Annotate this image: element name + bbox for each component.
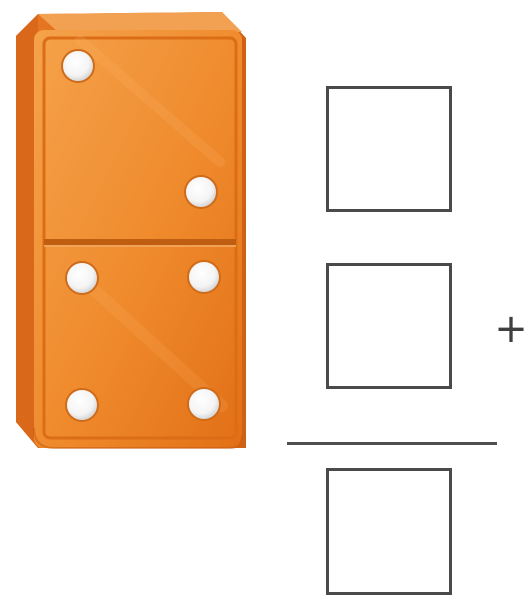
domino-divider [44, 242, 236, 246]
sum-answer-box[interactable] [326, 468, 452, 595]
domino-pip [62, 50, 94, 82]
domino-pip [66, 262, 98, 294]
domino-pip [185, 176, 217, 208]
domino [10, 8, 250, 454]
bottom-addend-answer-box[interactable] [326, 263, 452, 389]
domino-pip [188, 388, 220, 420]
domino-body [16, 12, 246, 448]
plus-sign: + [494, 309, 528, 349]
domino-pip [66, 389, 98, 421]
domino-pip [188, 261, 220, 293]
top-addend-answer-box[interactable] [326, 86, 452, 212]
sum-line [287, 442, 497, 445]
